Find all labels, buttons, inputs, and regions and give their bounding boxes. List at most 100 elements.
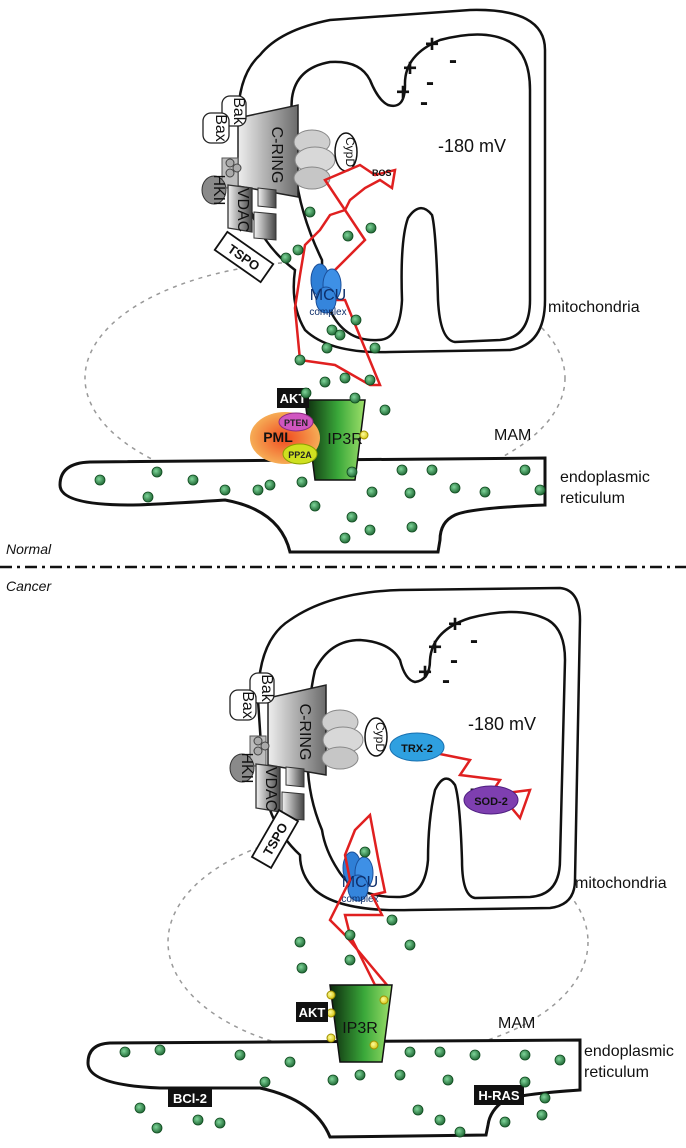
calcium-ion <box>434 1046 446 1058</box>
c-ring-label: C-RING <box>296 704 313 761</box>
phosphate-site <box>326 990 336 1000</box>
calcium-ion <box>369 342 381 354</box>
vdac-subunit <box>253 746 263 756</box>
calcium-ion <box>296 476 308 488</box>
negative-charge: - <box>426 69 434 96</box>
calcium-ion <box>219 484 231 496</box>
calcium-ion <box>292 244 304 256</box>
calcium-ion <box>94 474 106 486</box>
calcium-ion <box>519 1049 531 1061</box>
calcium-ion <box>350 314 362 326</box>
hkii-protein <box>201 175 227 205</box>
calcium-ion <box>234 1049 246 1061</box>
negative-charge: - <box>470 627 478 654</box>
er-label-line2: reticulum <box>584 1064 649 1081</box>
vdac-channel <box>253 211 277 241</box>
mitochondrion-inner-membrane <box>290 33 532 344</box>
bak-label: Bak <box>258 674 275 703</box>
calcium-ion <box>334 329 346 341</box>
h-ras-label: H-RAS <box>478 1088 519 1103</box>
tspo-protein <box>250 808 300 870</box>
panel-normal: + + + - - - -180 mV C-RING Bak Bax VDAC … <box>58 8 650 554</box>
negative-charge: - <box>420 89 428 116</box>
vdac-channel <box>285 766 305 788</box>
calcium-ion <box>426 464 438 476</box>
calcium-ion <box>294 354 306 366</box>
mcu-sublabel: complex <box>341 894 378 905</box>
vdac-label: VDAC <box>262 767 279 811</box>
calcium-ion <box>519 464 531 476</box>
calcium-ions <box>119 846 566 1138</box>
calcium-ions <box>94 206 546 544</box>
akt-label: AKT <box>299 1005 326 1020</box>
calcium-ion <box>344 929 356 941</box>
vdac-channel <box>257 187 277 209</box>
calcium-ion <box>364 524 376 536</box>
cypd-label: CypD <box>343 137 357 167</box>
ip3r-label: IP3R <box>327 431 363 448</box>
er-label-line1: endoplasmic <box>584 1043 674 1060</box>
calcium-ion <box>154 1044 166 1056</box>
condition-label-cancer: Cancer <box>6 578 52 594</box>
phosphate-site <box>326 1033 336 1043</box>
positive-charge: + <box>396 79 410 106</box>
bak-label: Bak <box>230 97 247 126</box>
calcium-ion <box>536 1109 548 1121</box>
calcium-ion <box>344 954 356 966</box>
calcium-ion <box>434 1114 446 1126</box>
mcu-sublabel: complex <box>309 307 346 318</box>
positive-charge: + <box>425 31 439 58</box>
tspo-protein <box>213 230 275 284</box>
calcium-ion <box>346 511 358 523</box>
calcium-ion <box>339 372 351 384</box>
calcium-ion <box>119 1046 131 1058</box>
vdac-label: VDAC <box>234 188 251 232</box>
er-label-line2: reticulum <box>560 490 625 507</box>
calcium-ion <box>142 491 154 503</box>
atp-synthase <box>321 746 359 770</box>
calcium-ion <box>309 500 321 512</box>
calcium-ion <box>151 466 163 478</box>
calcium-ion <box>259 1076 271 1088</box>
mam-label: MAM <box>498 1015 535 1032</box>
calcium-ion <box>365 222 377 234</box>
calcium-ion <box>349 392 361 404</box>
calcium-ion <box>339 532 351 544</box>
mcu-label: MCU <box>342 874 378 891</box>
calcium-ion <box>342 230 354 242</box>
mitochondria-label: mitochondria <box>548 299 640 316</box>
hkii-label: HKII <box>210 174 227 205</box>
bcl-2-protein <box>168 1089 212 1107</box>
pml-label: PML <box>263 429 293 445</box>
condition-label-normal: Normal <box>6 541 52 557</box>
akt-kinase <box>296 1002 328 1022</box>
calcium-ion <box>296 962 308 974</box>
sod-2-protein <box>463 785 519 815</box>
bax-protein <box>229 689 257 721</box>
er-label-line1: endoplasmic <box>560 469 650 486</box>
calcium-ion <box>264 479 276 491</box>
calcium-ion <box>454 1126 466 1138</box>
vdac-subunit <box>225 168 235 178</box>
positive-charge: + <box>448 611 462 638</box>
calcium-ion <box>449 482 461 494</box>
positive-charge: + <box>403 55 417 82</box>
calcium-ion <box>479 486 491 498</box>
calcium-ion <box>252 484 264 496</box>
ip3r-label: IP3R <box>342 1020 378 1037</box>
calcium-ion <box>359 846 371 858</box>
hkii-protein <box>229 753 255 783</box>
endoplasmic-reticulum <box>58 456 547 554</box>
pp2a-protein <box>282 443 318 465</box>
calcium-ion <box>499 1116 511 1128</box>
calcium-ion <box>304 206 316 218</box>
calcium-ion <box>406 521 418 533</box>
calcium-ion <box>396 464 408 476</box>
cypd-label: CypD <box>373 722 387 752</box>
calcium-ion <box>300 387 312 399</box>
calcium-ion <box>379 404 391 416</box>
calcium-ion <box>192 1114 204 1126</box>
calcium-ion <box>326 324 338 336</box>
hkii-label: HKII <box>238 752 255 783</box>
ros-label: ROS <box>372 168 392 178</box>
